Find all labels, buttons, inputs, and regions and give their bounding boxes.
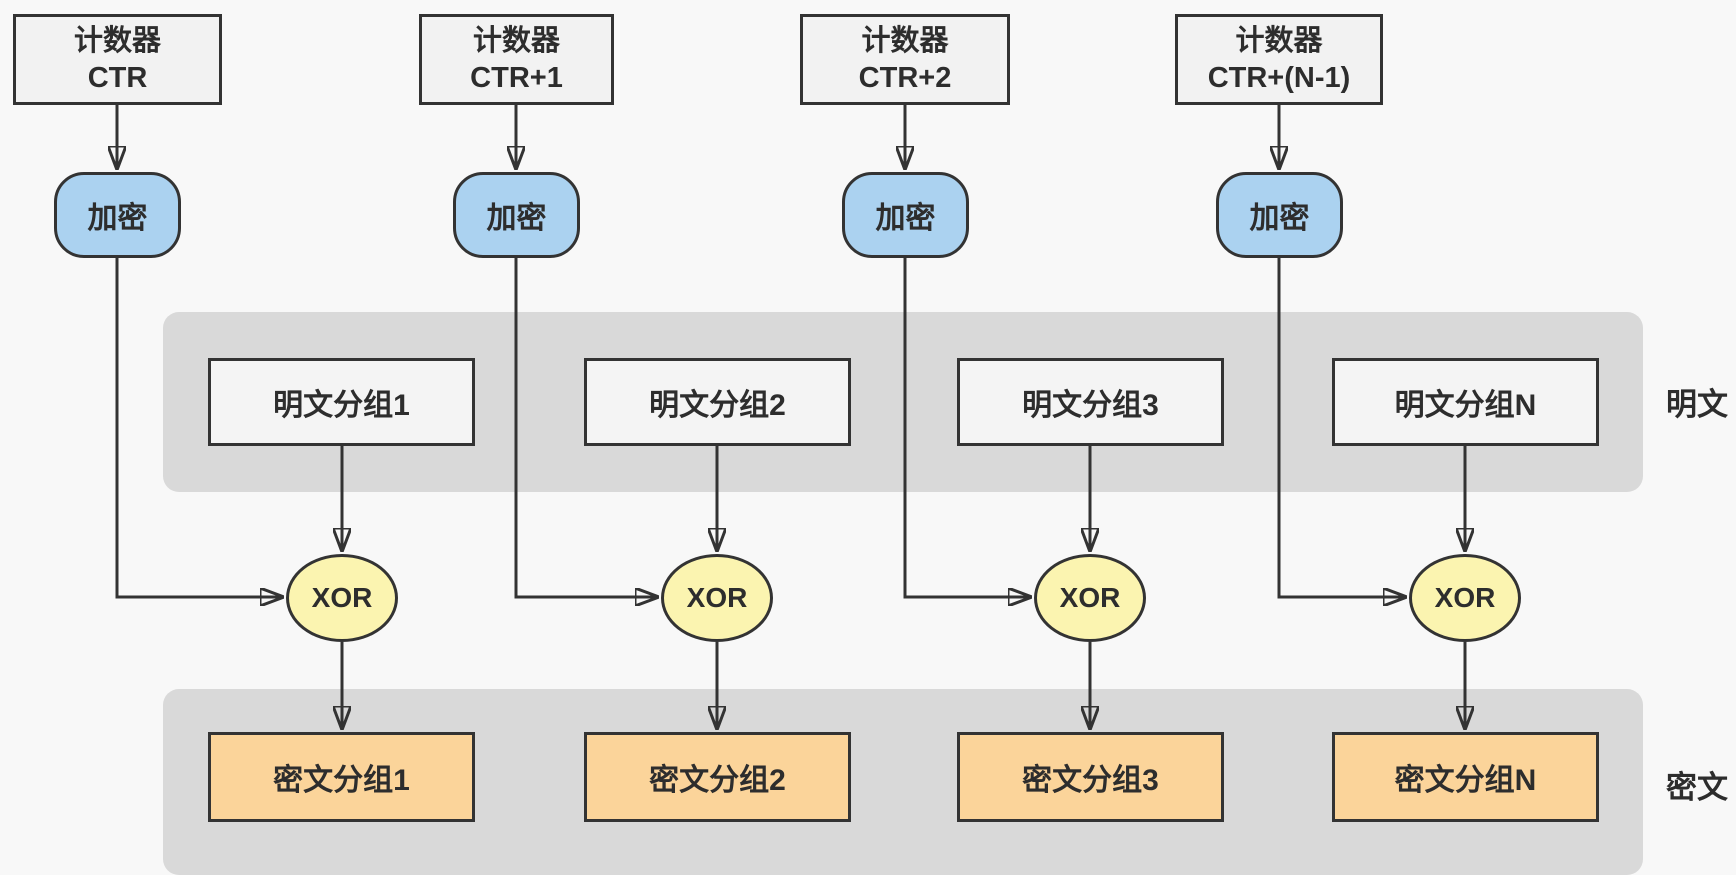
counter-value: CTR+2 (858, 61, 952, 94)
plaintext-block-3: 明文分组3 (957, 358, 1224, 446)
encrypt-node-4: 加密 (1216, 172, 1343, 258)
counter-value: CTR+1 (470, 61, 563, 94)
counter-box-1: 计数器 CTR (13, 14, 222, 105)
counter-box-3: 计数器 CTR+2 (800, 14, 1010, 105)
counter-title: 计数器 (1235, 24, 1323, 57)
plaintext-band-label: 明文 (1666, 387, 1728, 422)
ciphertext-block-2: 密文分组2 (584, 732, 851, 822)
xor-node-4: XOR (1409, 554, 1521, 642)
ciphertext-block-3: 密文分组3 (957, 732, 1224, 822)
encrypt-node-2: 加密 (453, 172, 580, 258)
xor-node-2: XOR (661, 554, 773, 642)
encrypt-node-1: 加密 (54, 172, 181, 258)
plaintext-block-1: 明文分组1 (208, 358, 475, 446)
plaintext-block-2: 明文分组2 (584, 358, 851, 446)
counter-box-2: 计数器 CTR+1 (419, 14, 614, 105)
counter-box-4: 计数器 CTR+(N-1) (1175, 14, 1383, 105)
counter-title: 计数器 (73, 24, 161, 57)
xor-node-1: XOR (286, 554, 398, 642)
ciphertext-block-4: 密文分组N (1332, 732, 1599, 822)
counter-value: CTR+(N-1) (1207, 61, 1351, 94)
xor-node-3: XOR (1034, 554, 1146, 642)
counter-value: CTR (87, 61, 148, 94)
plaintext-block-4: 明文分组N (1332, 358, 1599, 446)
counter-title: 计数器 (472, 24, 560, 57)
encrypt-node-3: 加密 (842, 172, 969, 258)
counter-title: 计数器 (861, 24, 949, 57)
ciphertext-block-1: 密文分组1 (208, 732, 475, 822)
ciphertext-band-label: 密文 (1666, 770, 1728, 805)
